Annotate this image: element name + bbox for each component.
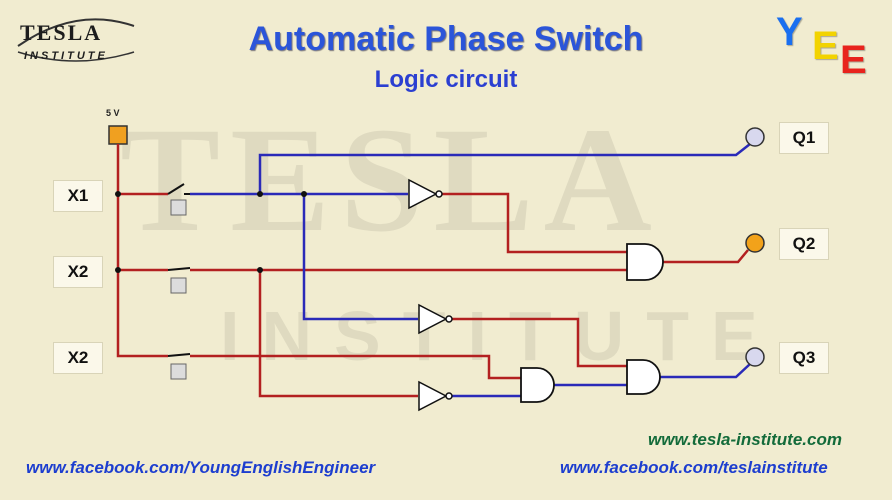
not1-output-wire <box>442 192 628 254</box>
active-wires <box>116 144 749 398</box>
output-label-q2: Q2 <box>779 228 829 260</box>
yee-logo: Y E E <box>776 10 876 84</box>
logo-arc-icon <box>17 18 135 62</box>
page-title: Automatic Phase Switch <box>248 20 644 58</box>
x1-to-not2-wire <box>302 194 418 321</box>
and-gate-icon <box>626 359 661 395</box>
led-icon <box>745 233 765 253</box>
and-gate-icon <box>520 367 555 403</box>
output-label-q1: Q1 <box>779 122 829 154</box>
toggle-switch-icon[interactable] <box>167 267 191 294</box>
led-icon <box>745 127 765 147</box>
tesla-institute-logo: TESLA INSTITUTE <box>14 12 138 72</box>
not-gate-icon <box>408 178 443 210</box>
q3-output-wire <box>660 363 751 379</box>
svg-text:TESLA: TESLA <box>120 97 662 263</box>
not2-output-wire <box>452 317 628 368</box>
watermark-icon: TESLA INSTITUTE <box>120 97 758 375</box>
facebook-link-left[interactable]: www.facebook.com/YoungEnglishEngineer <box>26 458 376 477</box>
q1-output-wire <box>258 143 751 194</box>
not-gate-icon <box>418 303 453 335</box>
q2-output-wire <box>660 249 749 264</box>
output-label-q3: Q3 <box>779 342 829 374</box>
x3-switch-output-wire <box>190 354 521 380</box>
input-label-x2: X2 <box>53 256 103 288</box>
junction-dots <box>115 191 307 273</box>
yee-letter-e2: E <box>840 38 867 82</box>
power-source-icon <box>108 125 128 145</box>
toggle-switch-icon[interactable] <box>167 353 191 380</box>
page-subtitle: Logic circuit <box>374 66 518 93</box>
facebook-link-right[interactable]: www.facebook.com/teslainstitute <box>560 458 828 477</box>
x2-to-not-gate-wire <box>258 270 418 398</box>
not-gate-icon <box>418 380 453 412</box>
logo-sub-text: INSTITUTE <box>24 50 108 62</box>
website-link[interactable]: www.tesla-institute.com <box>648 430 842 449</box>
input-label-x1: X1 <box>53 180 103 212</box>
logo-main-text: TESLA <box>20 20 103 45</box>
input-label-x3: X2 <box>53 342 103 374</box>
yee-letter-y: Y <box>776 10 803 54</box>
yee-letter-e1: E <box>812 24 839 68</box>
inactive-wires <box>190 143 751 398</box>
supply-bus-wire <box>116 144 168 358</box>
supply-voltage-label: 5 V <box>106 108 120 118</box>
and-gate-icon <box>626 243 664 281</box>
led-icon <box>745 347 765 367</box>
toggle-switch-icon[interactable] <box>167 183 190 216</box>
